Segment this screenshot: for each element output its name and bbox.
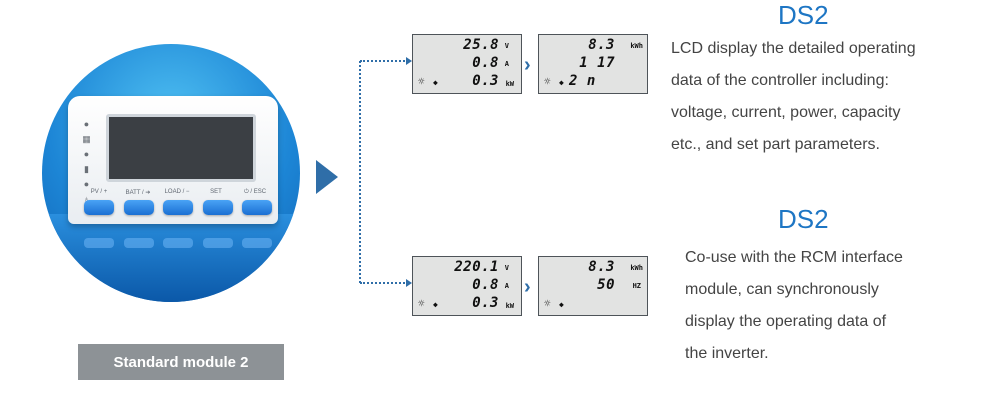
lcd-panel-2: 8.3 kWh 1 17 ☼ ◆ 2 n xyxy=(538,34,648,94)
pv-button[interactable] xyxy=(84,200,114,215)
batt-button[interactable] xyxy=(123,200,154,215)
button-reflection xyxy=(84,238,272,248)
lcd-value: 8.3 xyxy=(588,259,615,275)
lcd-unit: V xyxy=(504,264,509,272)
device-illustration: ● ▦ ● ▮ ● ♁ PV / + BATT / ➔ LOAD / − SET… xyxy=(42,44,300,302)
description-line: Co-use with the RCM interface xyxy=(685,249,903,266)
esc-button-label: ⏻ / ESC xyxy=(243,189,267,195)
connector-arrow-icon xyxy=(406,57,412,65)
set-button-label: SET xyxy=(210,189,222,195)
chevron-right-icon: › xyxy=(524,276,531,298)
led-indicator-icon: ● xyxy=(83,119,90,129)
lcd-unit: kW xyxy=(505,80,514,88)
lcd-unit: A xyxy=(504,282,509,290)
lcd-unit: A xyxy=(504,60,509,68)
batt-button-label: BATT / ➔ xyxy=(125,190,151,196)
lcd-value: 50 xyxy=(597,277,615,293)
big-arrow-icon xyxy=(316,160,338,194)
lcd-value: 0.8 xyxy=(472,55,499,71)
device-side-indicators: ● ▦ ● ▮ ● ♁ xyxy=(80,120,96,210)
lcd-value: 8.3 xyxy=(588,37,615,53)
section-2-title: DS2 xyxy=(778,204,829,234)
description-line: LCD display the detailed operating xyxy=(671,40,916,57)
section-2-description: Co-use with the RCM interface module, ca… xyxy=(685,242,903,370)
set-button[interactable] xyxy=(202,200,233,215)
lcd-unit: kWh xyxy=(630,42,643,50)
bulb-icon: ♁ xyxy=(83,194,90,204)
lcd-value: 0.3 xyxy=(472,295,499,311)
circle-reflection-band xyxy=(42,214,300,302)
description-line: data of the controller including: xyxy=(671,72,889,89)
lcd-value: 2 n xyxy=(569,73,596,89)
description-line: the inverter. xyxy=(685,345,769,362)
esc-button[interactable] xyxy=(242,200,272,215)
load-button-label: LOAD / − xyxy=(164,189,190,195)
battery-icon: ▮ xyxy=(84,164,89,174)
sun-icon: ☼ xyxy=(418,75,425,88)
lcd-panel-3: 220.1 V 0.8 A ☼ ◆ 0.3 kW xyxy=(412,256,522,316)
description-line: display the operating data of xyxy=(685,313,887,330)
chevron-right-icon: › xyxy=(524,54,531,76)
sun-icon: ☼ xyxy=(544,297,551,310)
connector-branch-bottom xyxy=(360,282,408,284)
bullet-icon: ◆ xyxy=(559,78,564,87)
section-1-description: LCD display the detailed operating data … xyxy=(671,33,916,161)
sun-icon: ☼ xyxy=(544,75,551,88)
lcd-panel-4: 8.3 kWh 50 HZ ☼ ◆ xyxy=(538,256,648,316)
lcd-panel-1: 25.8 V 0.8 A ☼ ◆ 0.3 kW xyxy=(412,34,522,94)
module-caption: Standard module 2 xyxy=(78,344,284,380)
device-button-labels: PV / + BATT / ➔ LOAD / − SET ⏻ / ESC xyxy=(82,189,272,196)
lcd-unit: V xyxy=(504,42,509,50)
bullet-icon: ◆ xyxy=(433,300,438,309)
sun-icon: ☼ xyxy=(418,297,425,310)
connector-branch-top xyxy=(360,60,408,62)
section-1-title: DS2 xyxy=(778,0,829,30)
description-line: module, can synchronously xyxy=(685,281,879,298)
led-indicator-icon: ● xyxy=(83,149,90,159)
lcd-unit: HZ xyxy=(632,282,641,290)
pv-panel-icon: ▦ xyxy=(82,134,91,144)
bullet-icon: ◆ xyxy=(433,78,438,87)
pv-button-label: PV / + xyxy=(90,189,108,195)
bullet-icon: ◆ xyxy=(559,300,564,309)
connector-arrow-icon xyxy=(406,279,412,287)
lcd-unit: kWh xyxy=(630,264,643,272)
description-line: etc., and set part parameters. xyxy=(671,136,880,153)
device-button-row xyxy=(84,200,272,215)
device-lcd-screen xyxy=(106,114,256,182)
led-indicator-icon: ● xyxy=(83,179,90,189)
lcd-value: 0.3 xyxy=(472,73,499,89)
lcd-value: 0.8 xyxy=(472,277,499,293)
connector-line xyxy=(359,61,361,283)
description-line: voltage, current, power, capacity xyxy=(671,104,901,121)
lcd-value: 1 17 xyxy=(579,55,615,71)
lcd-value: 220.1 xyxy=(454,259,499,275)
controller-device: ● ▦ ● ▮ ● ♁ PV / + BATT / ➔ LOAD / − SET… xyxy=(68,96,278,224)
lcd-unit: kW xyxy=(505,302,514,310)
lcd-value: 25.8 xyxy=(463,37,499,53)
load-button[interactable] xyxy=(163,200,193,215)
